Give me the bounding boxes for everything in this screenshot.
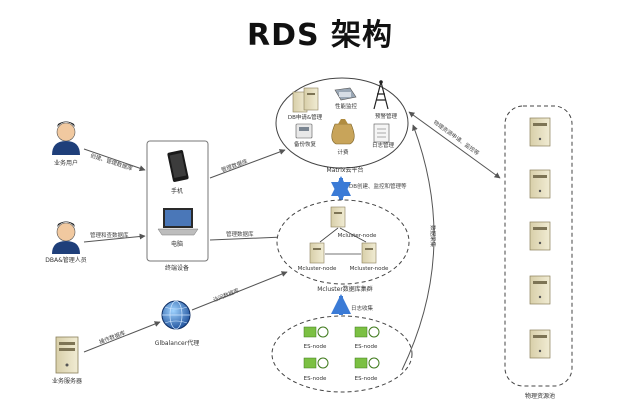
backup-restore-icon <box>295 123 313 139</box>
phone-label: 手机 <box>171 187 183 195</box>
business-user-label: 业务用户 <box>54 159 78 167</box>
es-node-icon-2 <box>354 326 380 338</box>
glb-to-mcluster-arrow <box>191 271 288 311</box>
es-to-mcluster-label: 日志收集 <box>351 304 374 312</box>
server-to-glb-label: 操作数据库 <box>98 328 127 346</box>
user-to-device-label: 创建、管理数据库 <box>89 151 134 172</box>
device-to-matrix-label: 管理数据库 <box>220 157 249 174</box>
es-node-icon-1 <box>303 326 329 338</box>
es-node-label-2: ES-node <box>355 344 378 350</box>
dba-label: DBA&管理人员 <box>45 256 87 264</box>
physical-server-icon-1 <box>529 117 551 147</box>
physical-pool-caption: 物理资源池 <box>525 392 555 400</box>
device-to-mcluster-label: 管理数据库 <box>226 230 254 238</box>
matrix-item-performance: 性能监控 <box>335 102 358 110</box>
mcluster-link-2 <box>339 227 367 243</box>
log-manage-icon <box>373 123 390 143</box>
glb-to-mcluster-label: 访问数据库 <box>212 286 241 304</box>
dba-icon <box>52 221 80 254</box>
device-to-mcluster-arrow <box>209 234 284 241</box>
glb-label: Glbalancer代理 <box>155 339 199 347</box>
matrix-item-db-apply: DB申请&管理 <box>288 113 323 121</box>
mcluster-node-right-icon <box>361 242 377 264</box>
performance-monitor-icon <box>334 87 357 101</box>
billing-moneybag-icon <box>331 119 355 145</box>
mcluster-caption: Mcluster数据库集群 <box>317 285 373 293</box>
matrix-caption: Matrix云平台 <box>327 166 364 174</box>
matrix-to-physical-arrow <box>408 111 501 179</box>
diagram-title: RDS 架构 <box>246 18 394 53</box>
alert-tower-icon <box>373 80 389 110</box>
matrix-mcluster-label: DB创建、监控和管理等 <box>349 182 407 190</box>
user-to-device-arrow <box>83 148 146 172</box>
physical-server-icon-4 <box>529 275 551 305</box>
matrix-item-backup: 备份恢复 <box>294 140 317 148</box>
matrix-item-alert: 预警管理 <box>375 112 398 120</box>
phone-icon <box>167 150 189 182</box>
data-collection-label: 数据采集 <box>429 225 437 248</box>
mcluster-node-label-left: Mcluster-node <box>298 266 337 272</box>
computer-icon <box>157 208 199 236</box>
matrix-to-physical-label: 物理资源申请、监控等 <box>432 118 482 157</box>
db-apply-icon <box>292 87 319 113</box>
mcluster-node-left-icon <box>309 242 325 264</box>
dba-to-device-arrow <box>83 233 146 243</box>
es-node-icon-4 <box>354 357 380 369</box>
es-node-label-3: ES-node <box>304 376 327 382</box>
mcluster-node-top-icon <box>330 206 346 228</box>
computer-label: 电脑 <box>171 240 183 248</box>
physical-server-icon-2 <box>529 169 551 199</box>
mcluster-node-label-right: Mcluster-node <box>350 266 389 272</box>
mcluster-node-label-top: Mcluster-node <box>338 233 377 239</box>
es-cluster-ellipse <box>271 315 413 393</box>
terminal-caption: 终端设备 <box>165 264 189 272</box>
globe-icon <box>161 300 191 330</box>
matrix-item-log: 日志管理 <box>372 141 395 149</box>
business-user-icon <box>52 121 80 155</box>
es-node-label-4: ES-node <box>355 376 378 382</box>
biz-server-label: 业务服务器 <box>52 377 82 385</box>
device-to-matrix-arrow <box>209 149 286 179</box>
physical-server-icon-3 <box>529 221 551 251</box>
matrix-item-billing: 计费 <box>337 148 349 156</box>
dba-to-device-label: 管理和查数据库 <box>90 231 129 239</box>
physical-server-icon-5 <box>529 329 551 359</box>
server-to-glb-arrow <box>83 321 161 353</box>
biz-server-icon <box>55 336 79 374</box>
es-node-label-1: ES-node <box>304 344 327 350</box>
es-node-icon-3 <box>303 357 329 369</box>
mcluster-link-1 <box>319 227 339 243</box>
